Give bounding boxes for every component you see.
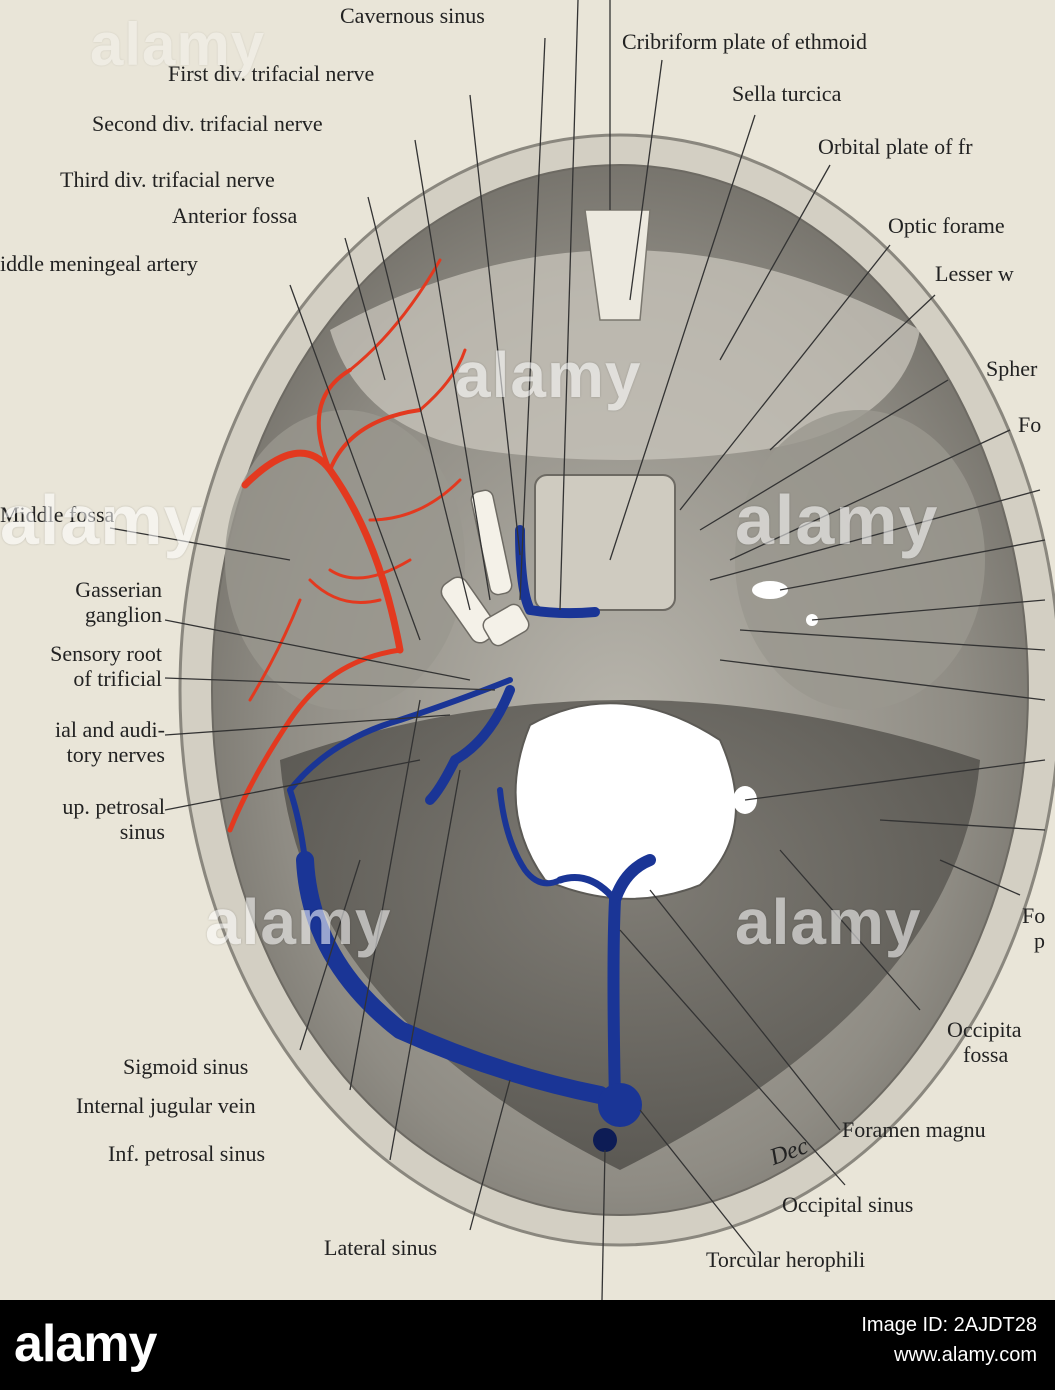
crista-galli: [584, 209, 651, 321]
foramen-ovale: [752, 581, 788, 599]
label-facial-2: tory nerves: [66, 742, 165, 767]
label-fo-bottom-1: Fo: [1022, 903, 1046, 928]
watermark: alamy: [205, 886, 392, 958]
label-sigmoid-sinus: Sigmoid sinus: [123, 1054, 249, 1079]
venous-sinuses: [287, 525, 656, 1106]
skull-base-illustration: [109, 0, 1055, 1300]
label-second-div: Second div. trifacial nerve: [92, 111, 323, 136]
stock-footer: alamy Image ID: 2AJDT28 www.alamy.com: [0, 1300, 1055, 1390]
label-fo-top: Fo: [1018, 412, 1042, 437]
watermark: alamy: [735, 886, 922, 958]
label-sup-petrosal-1: up. petrosal: [62, 794, 165, 819]
sella-turcica-shape: [534, 474, 676, 611]
label-middle-meningeal: iddle meningeal artery: [0, 251, 198, 276]
label-optic-foramen: Optic forame: [888, 213, 1005, 238]
watermark: alamy: [735, 481, 939, 559]
middle-meningeal-artery: [227, 258, 467, 833]
image-id: Image ID: 2AJDT28: [861, 1314, 1037, 1336]
watermark: alamy: [0, 481, 204, 559]
foramen-magnum-shape: [514, 702, 737, 900]
label-cribriform-plate: Cribriform plate of ethmoid: [622, 29, 867, 54]
anterior-fossa: [330, 250, 920, 460]
jugular-outlet: [593, 1128, 617, 1152]
watermark: alamy: [90, 11, 266, 78]
middle-fossa-right: [735, 410, 985, 710]
label-torcular: Torcular herophili: [706, 1247, 866, 1272]
label-inf-petrosal: Inf. petrosal sinus: [108, 1141, 266, 1166]
anatomy-plate: Cavernous sinus Cribriform plate of ethm…: [0, 0, 1055, 1300]
label-cavernous-sinus: Cavernous sinus: [340, 3, 485, 28]
label-gasserian-1: Gasserian: [75, 577, 162, 602]
label-first-div: First div. trifacial nerve: [168, 61, 375, 86]
label-anterior-fossa: Anterior fossa: [172, 203, 298, 228]
label-sensory-2: of trificial: [73, 666, 162, 691]
middle-fossa-left: [225, 410, 465, 710]
label-orbital-plate: Orbital plate of fr: [818, 134, 973, 159]
watermark: alamy: [455, 339, 642, 411]
label-fo-bottom-2: p: [1034, 928, 1045, 953]
label-gasserian-2: ganglion: [85, 602, 162, 627]
label-spheno: Spher: [986, 356, 1038, 381]
label-sup-petrosal-2: sinus: [119, 819, 165, 844]
label-occipital-fossa-2: fossa: [963, 1042, 1009, 1067]
label-third-div: Third div. trifacial nerve: [60, 167, 275, 192]
torcular-shape: [598, 1083, 642, 1127]
label-lateral-sinus: Lateral sinus: [324, 1235, 438, 1260]
label-facial-1: ial and audi-: [55, 717, 165, 742]
leader-lines: [109, 0, 1046, 1300]
trigeminal-nerve-bundle: [440, 489, 530, 647]
label-occipital-fossa-1: Occipita: [947, 1017, 1022, 1042]
brand-logo: alamy: [14, 1315, 157, 1373]
label-internal-jugular: Internal jugular vein: [76, 1093, 256, 1118]
label-occipital-sinus: Occipital sinus: [782, 1192, 914, 1217]
label-lesser-wing: Lesser w: [935, 261, 1014, 286]
label-foramen-magnum: Foramen magnu: [842, 1117, 986, 1142]
label-sensory-1: Sensory root: [50, 641, 162, 666]
label-middle-fossa: Middle fossa: [0, 502, 115, 527]
label-sella-turcica: Sella turcica: [732, 81, 842, 106]
site-url: www.alamy.com: [894, 1344, 1037, 1366]
